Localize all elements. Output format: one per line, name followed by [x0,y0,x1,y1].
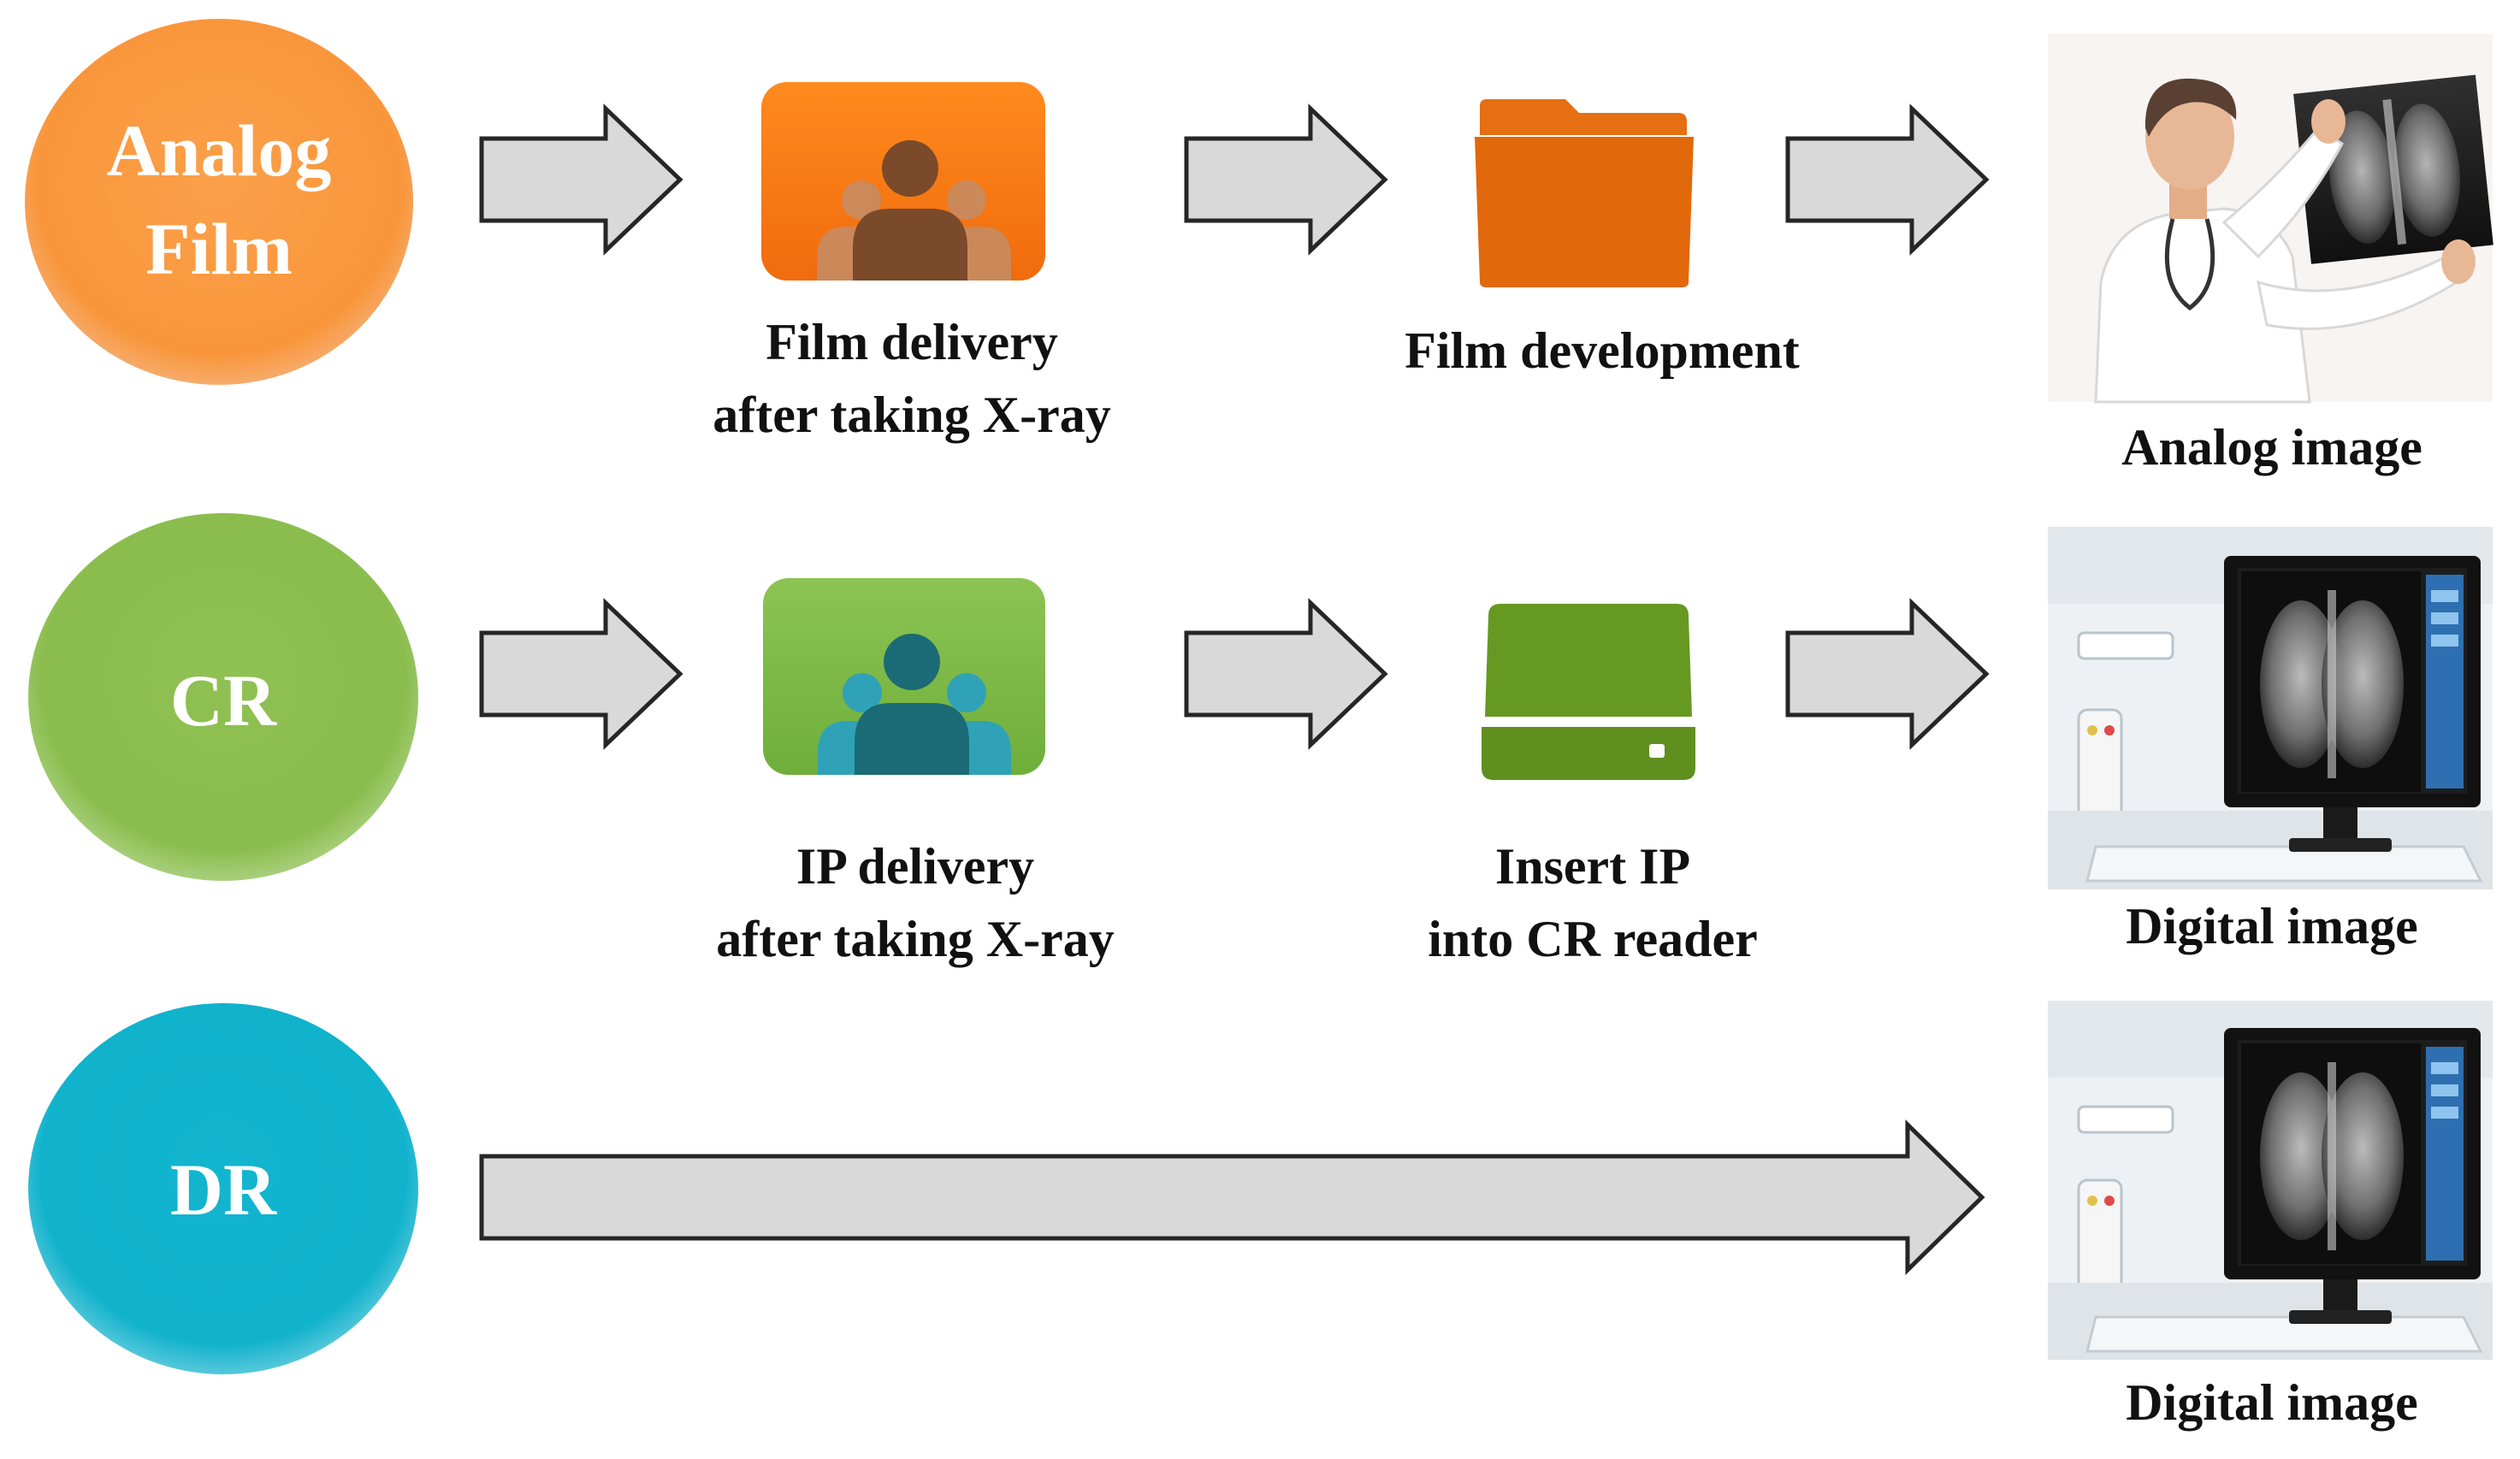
film-delivery-caption-line2: after taking X-ray [713,387,1110,443]
cr-label: CR [170,659,277,741]
insert-ip-caption-line2: into CR reader [1428,911,1758,967]
row-analog-film: Analog Film Film delivery after taking X… [25,19,2493,476]
xray-monitor-workstation-photo [2048,527,2493,889]
row-dr: DR Digital image [28,1001,2493,1431]
cr-reader-drive-icon [1482,604,1695,780]
arrow-analog-1 [479,103,683,256]
xray-monitor-workstation-photo-dr [2048,1001,2493,1360]
arrow-cr-2 [1184,598,1388,750]
insert-ip-caption-line1: Insert IP [1495,838,1690,895]
dr-label: DR [170,1149,277,1231]
row-cr: CR IP delivery after taking X-ray [28,513,2493,967]
doctor-viewing-xray-photo [2048,34,2493,404]
cr-circle [28,513,418,881]
ip-delivery-icon [763,578,1045,775]
analog-image-caption: Analog image [2121,419,2422,476]
dr-circle [28,1003,418,1374]
arrow-analog-3 [1785,103,1990,256]
ip-delivery-caption-line1: IP delivery [796,838,1034,895]
arrow-dr-long [479,1119,1985,1275]
folder-icon [1475,99,1694,287]
film-development-caption: Film development [1405,322,1800,379]
analog-film-label-line2: Film [145,208,293,290]
analog-film-label-line1: Analog [107,109,332,192]
ip-delivery-caption-line2: after taking X-ray [716,911,1114,967]
arrow-analog-2 [1184,103,1388,256]
film-delivery-icon [761,82,1045,281]
film-delivery-caption-line1: Film delivery [766,314,1058,370]
arrow-cr-1 [479,598,683,750]
arrow-cr-3 [1785,598,1990,750]
dr-digital-image-caption: Digital image [2126,1374,2418,1431]
cr-digital-image-caption: Digital image [2126,898,2418,954]
analog-film-circle [25,19,413,385]
